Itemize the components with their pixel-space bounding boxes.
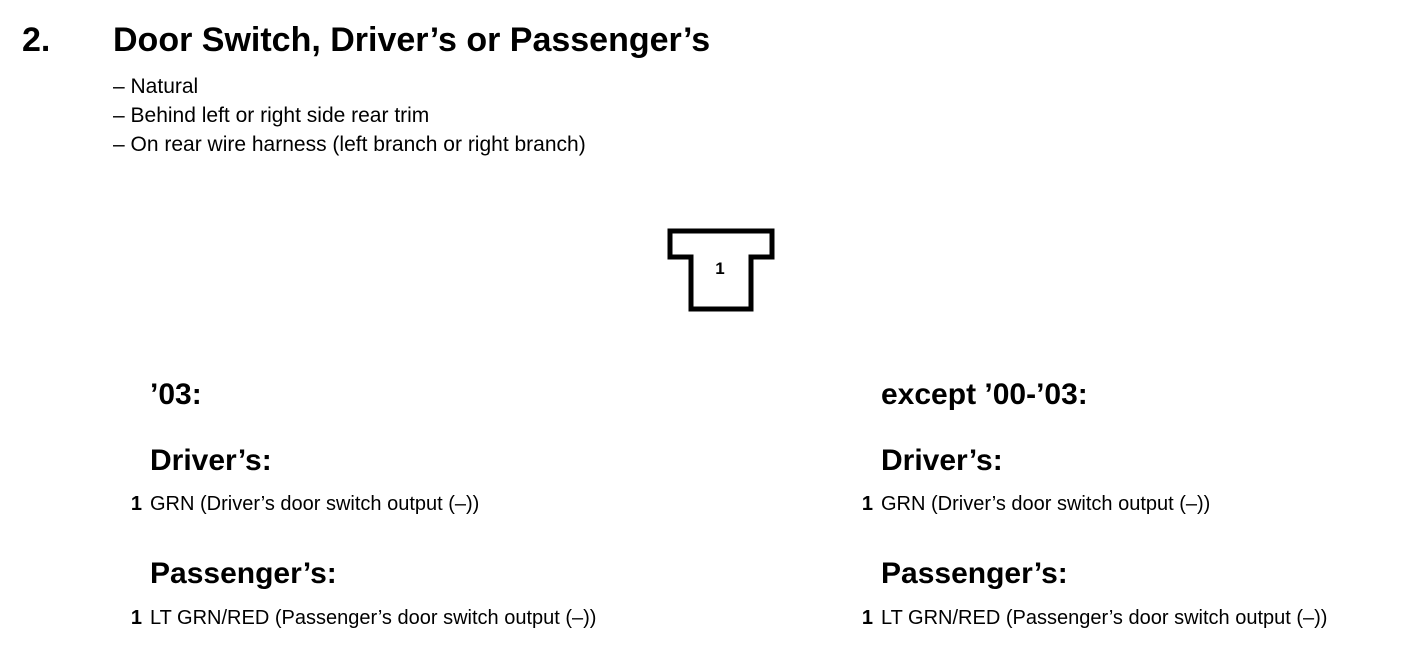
- note-item-harness: – On rear wire harness (left branch or r…: [113, 133, 586, 156]
- pin-number: 1: [130, 493, 142, 515]
- passenger-heading: Passenger’s:: [150, 557, 337, 590]
- pin-description: LT GRN/RED (Passenger’s door switch outp…: [150, 607, 597, 629]
- driver-heading: Driver’s:: [881, 444, 1003, 477]
- driver-heading: Driver’s:: [150, 444, 272, 477]
- note-item-color: – Natural: [113, 75, 199, 98]
- connector-outline: [667, 228, 775, 312]
- passenger-heading: Passenger’s:: [881, 557, 1068, 590]
- pin-description: LT GRN/RED (Passenger’s door switch outp…: [881, 607, 1328, 629]
- pin-number: 1: [861, 607, 873, 629]
- section-title: Door Switch, Driver’s or Passenger’s: [113, 21, 711, 59]
- connector-pin-label: 1: [715, 259, 725, 278]
- connector-diagram: [667, 228, 775, 312]
- model-heading: ’03:: [150, 378, 202, 411]
- model-heading: except ’00-’03:: [881, 378, 1088, 411]
- note-item-location: – Behind left or right side rear trim: [113, 104, 430, 127]
- connector-notes-list: – Natural – Behind left or right side re…: [113, 72, 586, 159]
- section-number: 2.: [22, 21, 51, 59]
- pin-number: 1: [130, 607, 142, 629]
- pin-description: GRN (Driver’s door switch output (–)): [881, 493, 1211, 515]
- pin-number: 1: [861, 493, 873, 515]
- pin-description: GRN (Driver’s door switch output (–)): [150, 493, 480, 515]
